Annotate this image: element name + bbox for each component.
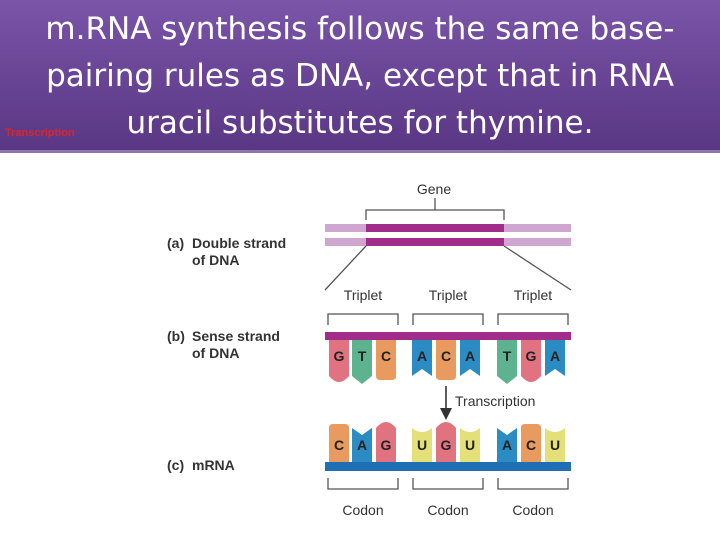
title-line-3: uracil substitutes for thymine. <box>126 105 594 141</box>
mrna-base-2 <box>352 428 372 462</box>
dna-base-6 <box>460 340 480 376</box>
gene-segment-top <box>366 224 504 232</box>
codon-label-3: Codon <box>512 502 553 518</box>
dna-base-5 <box>436 340 456 380</box>
mrna-base-letter-2: A <box>357 437 367 453</box>
mrna-base-letter-8: C <box>526 437 536 453</box>
triplet-brackets <box>327 313 569 325</box>
triplet-label-2: Triplet <box>429 287 467 303</box>
sense-strand <box>325 332 571 340</box>
mrna-base-4 <box>412 428 432 462</box>
panel-b-label: (b) Sense strand of DNA <box>167 328 280 361</box>
dna-base-letter-2: T <box>358 348 367 364</box>
dna-base-3 <box>376 340 396 380</box>
panel-b-line1: Sense strand <box>192 328 280 344</box>
panel-b-line2: of DNA <box>192 345 239 361</box>
panel-a-line2: of DNA <box>192 252 239 268</box>
mrna-base-9 <box>545 428 565 462</box>
dna-base-2 <box>352 340 372 384</box>
dna-base-letter-5: C <box>441 348 451 364</box>
panel-c-letter: (c) <box>167 457 184 473</box>
corner-tag: Transcription <box>5 127 75 139</box>
dna-base-1 <box>329 340 349 382</box>
mrna-base-letter-3: G <box>381 437 392 453</box>
panel-a-line1: Double strand <box>192 235 286 251</box>
triplet-label-1: Triplet <box>344 287 382 303</box>
dna-base-letter-3: C <box>381 348 391 364</box>
codon-label-1: Codon <box>342 502 383 518</box>
codon-brackets <box>327 478 569 490</box>
dna-base-7 <box>497 340 517 384</box>
panel-b-letter: (b) <box>167 328 185 344</box>
mrna-base-5 <box>436 422 456 462</box>
mrna-strand <box>325 462 571 471</box>
triplet-label-3: Triplet <box>514 287 552 303</box>
slide-title: m.RNA synthesis follows the same base- p… <box>0 6 720 147</box>
mrna-base-letter-6: U <box>465 437 475 453</box>
title-line-2: pairing rules as DNA, except that in RNA <box>46 58 674 94</box>
mrna-base-1 <box>329 424 349 462</box>
mrna-base-7 <box>497 428 517 462</box>
dna-base-letter-1: G <box>334 348 345 364</box>
dna-base-letter-7: T <box>503 348 512 364</box>
dna-base-9 <box>545 340 565 376</box>
panel-c-label: (c) mRNA <box>167 457 235 473</box>
gene-label: Gene <box>417 181 451 197</box>
double-strand-dna <box>325 224 571 246</box>
dna-base-letter-8: G <box>526 348 537 364</box>
mrna-base-letter-4: U <box>417 437 427 453</box>
dna-base-letter-6: A <box>465 348 475 364</box>
dna-base-8 <box>521 340 541 382</box>
mrna-base-letter-1: C <box>334 437 344 453</box>
gene-segment-bottom <box>366 238 504 246</box>
title-line-1: m.RNA synthesis follows the same base- <box>45 11 675 47</box>
title-banner <box>0 0 720 153</box>
transcription-arrow-head <box>440 408 452 420</box>
codon-label-2: Codon <box>427 502 468 518</box>
dna-base-letter-9: A <box>550 348 560 364</box>
mrna-base-3 <box>376 422 396 462</box>
panel-a-label: (a) Double strand of DNA <box>167 235 286 268</box>
panel-a-letter: (a) <box>167 235 184 251</box>
mrna-base-letter-7: A <box>502 437 512 453</box>
mrna-base-6 <box>460 428 480 462</box>
mrna-base-8 <box>521 424 541 462</box>
mrna-base-letter-9: U <box>550 437 560 453</box>
panel-c-line1: mRNA <box>192 457 235 473</box>
transcription-label: Transcription <box>455 393 535 409</box>
zoom-lines <box>324 245 572 291</box>
dna-base-4 <box>412 340 432 376</box>
gene-bracket <box>365 198 505 220</box>
mrna-base-letter-5: G <box>441 437 452 453</box>
dna-base-letter-4: A <box>417 348 427 364</box>
